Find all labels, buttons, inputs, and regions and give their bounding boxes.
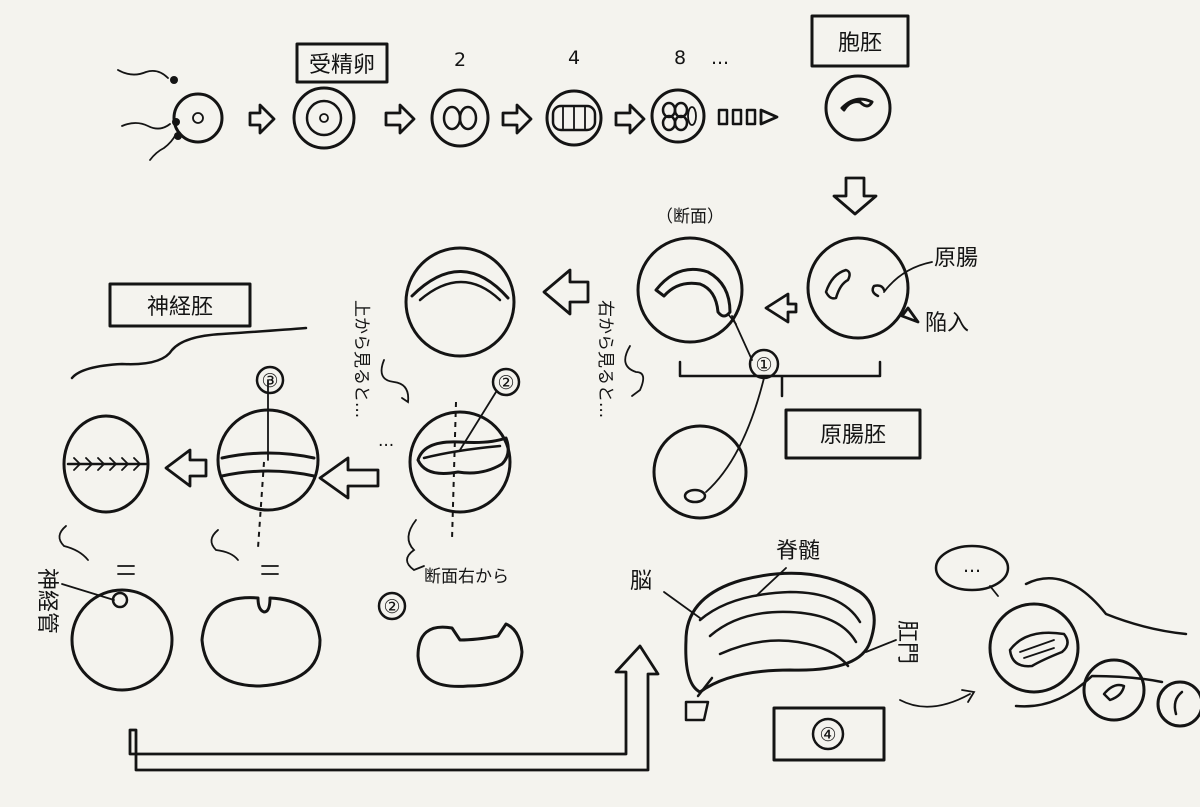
tailbud-embryo [684, 571, 876, 694]
cell-count-2: 2 [454, 49, 466, 71]
label-neural-tube: 神経管 [34, 568, 59, 634]
eight-cell-stage [650, 88, 706, 144]
neural-fold-dorsal-view [216, 379, 320, 549]
cell-count-8: 8 [674, 47, 686, 69]
tailbud-cut-mark [684, 700, 710, 722]
cell-count-4: 4 [568, 47, 580, 69]
gastrula-outer-view [806, 236, 910, 340]
note-section-from-right: 断面右から [424, 567, 509, 587]
label-invagination: 陥入 [925, 311, 969, 336]
label-blastula: 胞胚 [838, 31, 882, 56]
egg-cell [172, 92, 224, 144]
label-archenteron: 原腸 [934, 246, 978, 271]
svg-text:④: ④ [819, 724, 836, 746]
arrow-egg-to-zygote [248, 103, 276, 135]
note-view-from-top: 上から見ると... [351, 300, 371, 418]
neurula-closed-dorsal-view [62, 414, 150, 514]
svg-text:②: ② [497, 372, 514, 394]
label-box-neurula [108, 282, 252, 328]
svg-text:...: ... [963, 555, 981, 577]
arrow-blastula-to-gastrula [832, 176, 878, 216]
step-marker-4: ④ [811, 717, 845, 751]
neurula-dorsal-view [408, 401, 512, 541]
arrow-gastrula-to-section [764, 292, 798, 324]
arrow-to-neural-plate-stage [542, 268, 590, 316]
cell-count-ellipsis: ... [711, 47, 729, 69]
neurula-brace [70, 326, 308, 380]
arrow-to-neural-tube [164, 448, 208, 488]
zygote [292, 86, 356, 150]
svg-text:②: ② [383, 596, 400, 618]
blastula [824, 74, 892, 142]
gastrula-cross-section [636, 236, 744, 344]
arrow-to-larva [899, 693, 971, 708]
label-fertilized-egg: 受精卵 [309, 53, 375, 78]
step-marker-2-bottom: ② [377, 591, 407, 621]
label-box-step-4 [772, 706, 886, 762]
step-marker-1: ① [748, 348, 780, 380]
invagination-arrow [900, 306, 920, 324]
label-box-fertilized-egg [295, 42, 389, 84]
arrow-to-neural-fold [318, 456, 380, 500]
svg-text:①: ① [755, 354, 772, 376]
label-box-gastrula [784, 408, 922, 460]
arrow-4cell-to-8cell [614, 103, 646, 135]
label-spinal-cord: 脊髄 [776, 539, 820, 564]
sperm-cells [117, 69, 182, 161]
label-cross-section: （断面） [656, 207, 724, 227]
step-marker-3: ③ [255, 365, 285, 395]
section-neural-plate [416, 622, 524, 688]
gastrula-blastopore-view [652, 424, 748, 520]
section-neural-groove [200, 596, 322, 688]
gastrula-bracket [678, 360, 882, 398]
label-anus: 肛門 [894, 620, 919, 664]
label-neurula: 神経胚 [147, 295, 213, 320]
step-marker-2-top: ② [491, 367, 521, 397]
section-neural-tube [70, 588, 174, 692]
label-brain: 脳 [630, 569, 652, 594]
two-cell-stage [430, 88, 490, 148]
arrow-zygote-to-2cell [384, 103, 416, 135]
arrow-to-tailbud-stage [128, 644, 660, 772]
tailbud-cut-line [696, 676, 714, 698]
arrow-8cell-to-blastula [717, 108, 779, 126]
arrow-2cell-to-4cell [501, 103, 533, 135]
note-view-from-side: 右から見ると... [595, 300, 615, 418]
note-ellipsis-small: ... [378, 431, 394, 451]
early-neurula-section [404, 246, 516, 358]
larva-sketch [988, 577, 1200, 728]
four-cell-stage [545, 89, 603, 147]
label-box-blastula [810, 14, 910, 68]
svg-text:③: ③ [261, 370, 278, 392]
ellipsis-thought-bubble: ... [934, 544, 1010, 597]
label-gastrula: 原腸胚 [820, 423, 886, 448]
